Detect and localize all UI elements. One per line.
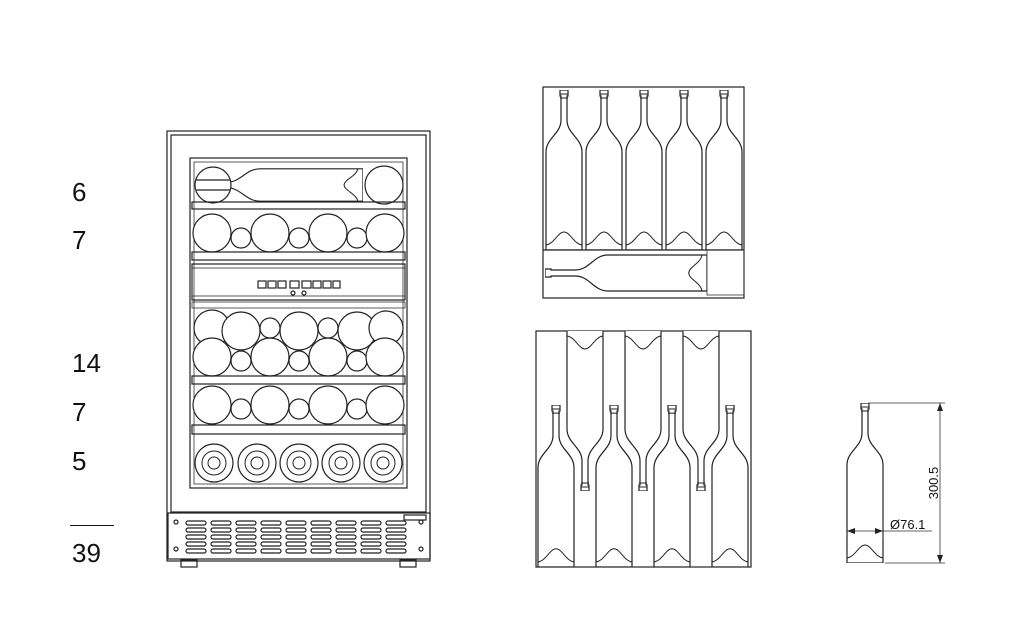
bottle-diameter-label: Ø76.1: [890, 517, 925, 532]
shelf-count-1: 6: [72, 177, 87, 207]
total-divider: [70, 525, 114, 526]
bottle-dimension-view: Ø76.1 300.5: [847, 402, 945, 564]
shelf-3-bottles: [192, 309, 405, 377]
side-view-interlocked-bottles: [535, 330, 752, 568]
shelf-1-bottles: [194, 165, 404, 205]
shelf-count-4: 7: [72, 397, 87, 427]
shelf-count-2: 7: [72, 225, 87, 255]
bottle-height-label: 300.5: [926, 467, 941, 500]
total-count: 39: [72, 538, 101, 568]
side-view-upright-bottles: [542, 86, 745, 299]
wine-cabinet-front-view: [166, 130, 431, 568]
shelf-count-3: 14: [72, 348, 101, 378]
shelf-4-bottles: [192, 385, 405, 425]
shelf-2-bottles: [192, 213, 405, 253]
ventilation-grille: [167, 512, 431, 560]
shelf-count-5: 5: [72, 446, 87, 476]
control-panel: [257, 280, 341, 296]
shelf-5-bottles: [195, 444, 402, 482]
